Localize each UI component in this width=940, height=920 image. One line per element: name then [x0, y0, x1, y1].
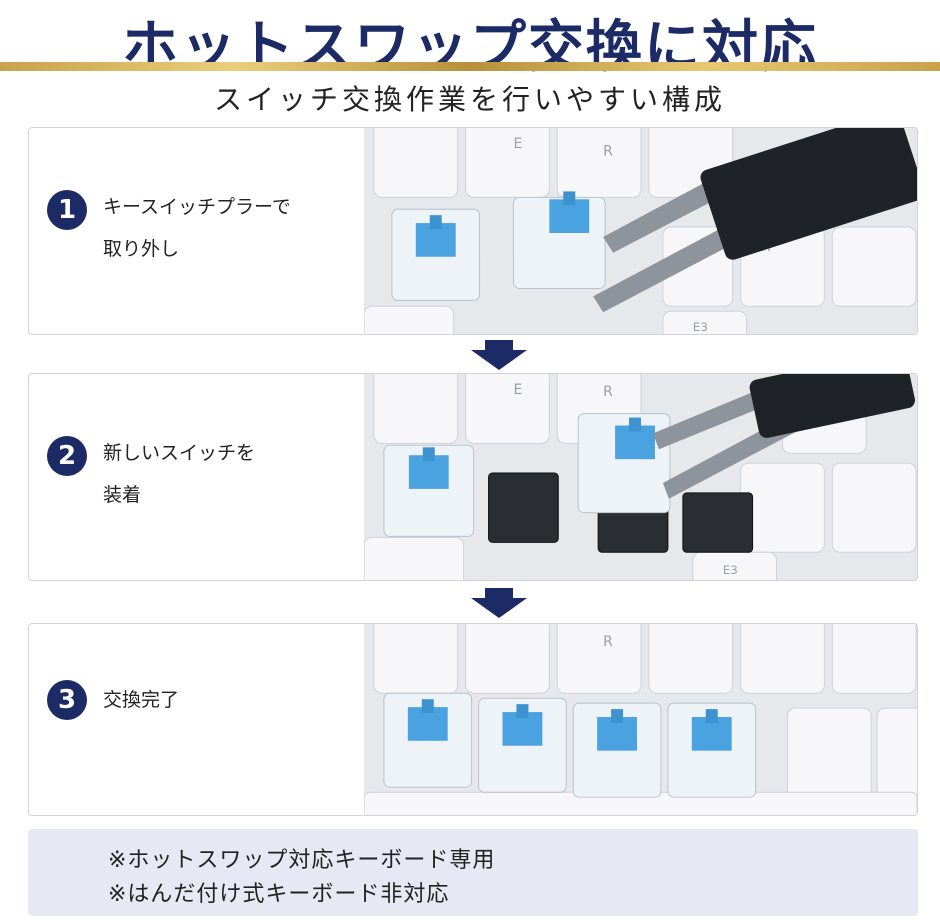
empty-switch-socket: [488, 472, 559, 543]
keycap: [373, 374, 459, 444]
step-3-text: 3 交換完了: [29, 624, 364, 815]
key-switch: [667, 702, 757, 798]
step-2-label-line-2: 装着: [103, 484, 142, 506]
step-3-label-line-1: 交換完了: [103, 689, 180, 711]
keycap: [740, 624, 825, 694]
keycap-legend: E3: [723, 563, 738, 577]
keycap: [831, 624, 917, 694]
keycap: [831, 462, 917, 553]
keycap: [364, 536, 465, 580]
step-2-number-badge: 2: [47, 436, 87, 476]
key-switch: [391, 208, 481, 301]
keycap: [373, 128, 459, 198]
step-1-label-line-1: キースイッチプラーで: [103, 196, 291, 218]
note-line-1: ※ホットスワップ対応キーボード専用: [108, 848, 496, 873]
keycap: [876, 707, 917, 798]
step-2-photo: E R E3: [364, 374, 917, 580]
page-subtitle: スイッチ交換作業を行いやすい構成: [213, 83, 726, 116]
step-3-photo: R: [364, 624, 917, 815]
keycap: [364, 305, 455, 334]
step-1-text: 1 キースイッチプラーで 取り外し: [29, 128, 364, 334]
key-switch: [383, 692, 473, 788]
down-arrow-icon: [471, 340, 527, 370]
key-switch: [577, 413, 671, 514]
note-line-2: ※はんだ付け式キーボード非対応: [108, 882, 450, 907]
keycap: [465, 128, 550, 198]
keycap-legend: R: [603, 144, 613, 160]
keycap-legend: E3: [693, 320, 708, 334]
keycap-legend: E: [513, 382, 522, 398]
compatibility-note-box: ※ホットスワップ対応キーボード専用 ※はんだ付け式キーボード非対応: [28, 829, 918, 916]
keycap: [786, 707, 872, 798]
key-switch: [478, 697, 567, 793]
step-1-label-line-2: 取り外し: [103, 238, 180, 260]
keycap-legend: E: [513, 136, 522, 152]
step-1-photo: E R H E3: [364, 128, 917, 334]
step-1-number-badge: 1: [47, 190, 87, 230]
keycap: [556, 624, 642, 694]
keycap: [831, 226, 917, 307]
switch-puller-tool: [652, 374, 916, 499]
empty-switch-socket: [682, 492, 754, 553]
step-2-text: 2 新しいスイッチを 装着: [29, 374, 364, 580]
keycap: [373, 624, 459, 694]
keycap: [465, 374, 550, 444]
keycap: [740, 462, 825, 553]
step-2-card: 2 新しいスイッチを 装着 E R E3: [28, 373, 918, 581]
keycap: [648, 624, 734, 694]
key-switch: [572, 702, 662, 798]
down-arrow-icon: [471, 588, 527, 618]
switch-puller-tool: [593, 128, 917, 313]
keycap-legend: R: [603, 634, 613, 650]
key-switch: [383, 444, 475, 537]
step-1-card: 1 キースイッチプラーで 取り外し E R H E3: [28, 127, 918, 335]
gold-divider: [0, 62, 940, 71]
keycap: [465, 624, 550, 694]
key-switch: [512, 191, 606, 289]
step-3-number-badge: 3: [47, 680, 87, 720]
keycap-legend: R: [603, 384, 613, 400]
keycap: [556, 128, 642, 198]
keycap: [662, 310, 748, 334]
step-3-card: 3 交換完了 R: [28, 623, 918, 816]
step-2-label-line-1: 新しいスイッチを: [103, 442, 256, 464]
